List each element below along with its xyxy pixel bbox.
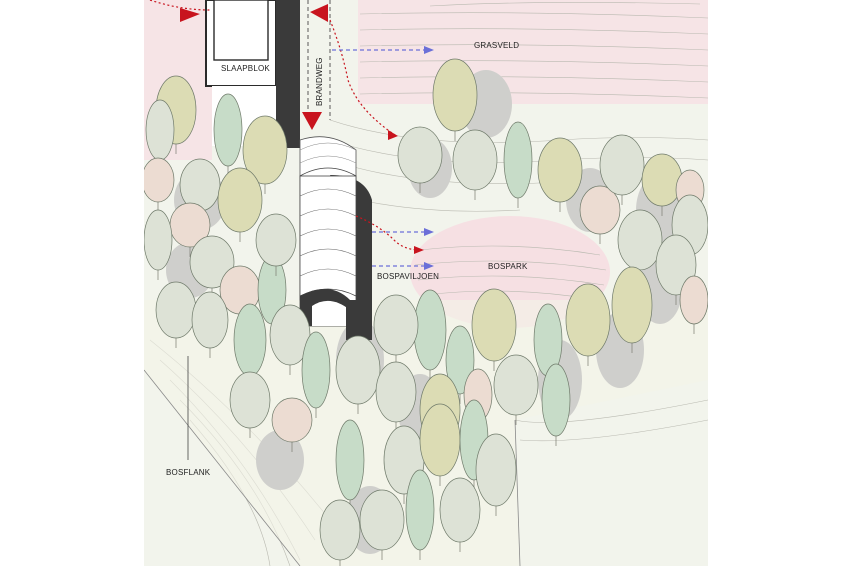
label-brandweg: BRANDWEG [315,57,324,106]
tree-canopy [452,129,498,191]
tree-canopy [233,303,267,377]
tree-canopy [541,363,571,437]
bospark-contours [414,245,607,301]
tree-canopy [599,134,645,196]
tree-canopy [405,469,435,551]
label-slaapblok: SLAAPBLOK [221,64,270,73]
tree-canopy [359,489,405,551]
tree-canopy [439,477,481,543]
tree-canopy [641,153,683,207]
tree-canopy [565,283,611,357]
tree-canopy [375,361,417,423]
meadow-contours [359,2,708,99]
tree-canopy [217,167,263,233]
tree-canopy [475,433,517,507]
trees [144,58,708,566]
tree-canopy [319,499,361,561]
tree-canopy [445,325,475,395]
tree-canopy [229,371,271,429]
tree-canopy [493,354,539,416]
bospark-edge [514,419,521,566]
view-blue-arrowheads [424,46,434,270]
tree-canopy [471,288,517,362]
label-bosflank: BOSFLANK [166,468,211,477]
tree-canopy [145,99,175,161]
tree-canopy [255,213,297,267]
label-grasveld: GRASVELD [474,41,519,50]
view-blue [332,49,424,267]
route-red-arrowheads [180,4,424,254]
tree-canopy [271,397,313,443]
label-bospark: BOSPARK [488,262,528,271]
tree-canopy [611,266,653,344]
tree-canopy [191,291,229,349]
tree-canopy [242,115,288,185]
tree-canopy [503,121,533,199]
tree-canopy [419,403,461,477]
tree-canopy [301,331,331,409]
tree-canopy [155,281,197,339]
tree-canopy [579,185,621,235]
tree-canopy [373,294,419,356]
tree-canopy [189,235,235,289]
brandweg-lane [307,0,331,120]
bospaviljoen-structure [299,136,372,340]
bosflank-edge [144,369,301,566]
tree-canopy [335,335,381,405]
tree-canopy [617,209,663,271]
tree-canopy [679,275,708,325]
tree-canopy [144,157,175,203]
tree-canopy [335,419,365,501]
tree-canopy [413,289,447,371]
tree-canopy [213,93,243,167]
grasveld-meadow [358,0,708,104]
tree-canopy [432,58,478,132]
tree-canopy [537,137,583,203]
label-bospaviljoen: BOSPAVILJOEN [377,272,439,281]
slaapblok-building [205,0,300,148]
tree-canopy [144,209,173,271]
tree-canopy [397,126,443,184]
route-red [149,0,421,251]
